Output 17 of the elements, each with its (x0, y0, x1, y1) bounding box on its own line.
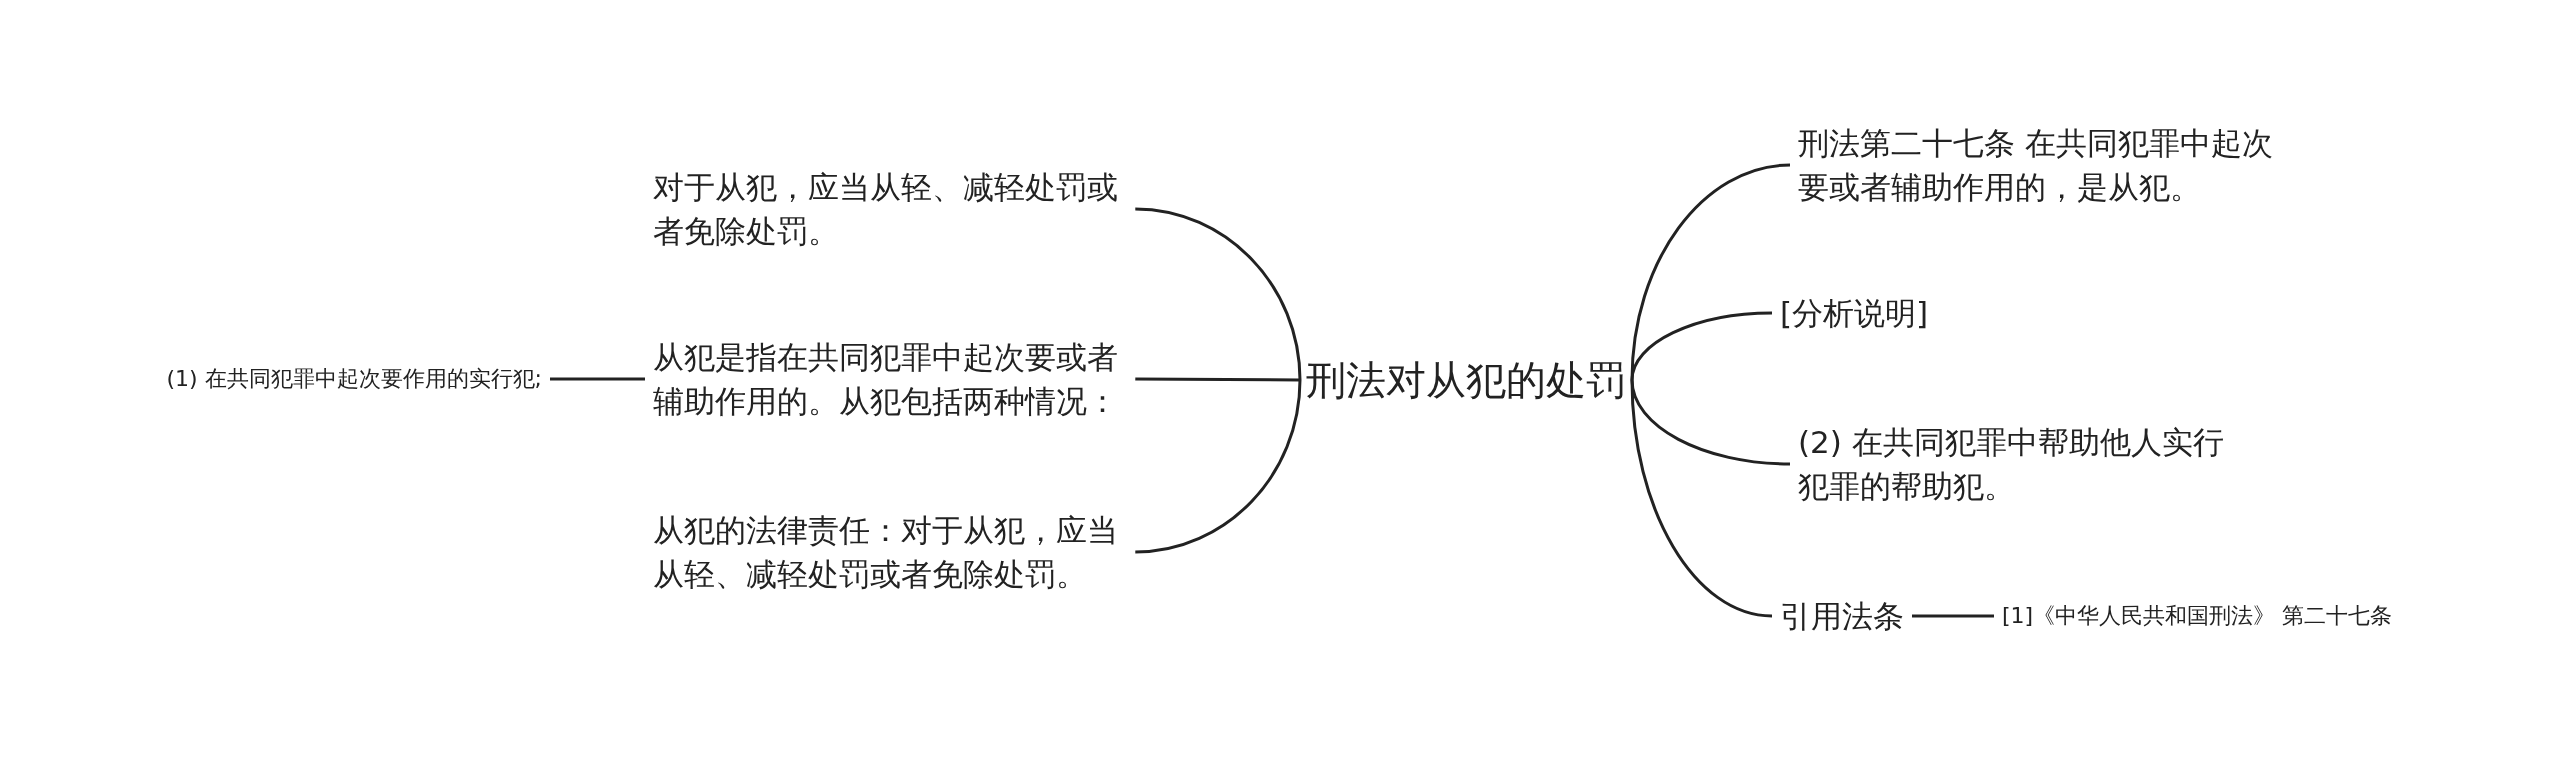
topic-text: 从犯的法律责任：对于从犯，应当从轻、减轻处罚或者免除处罚。 (653, 511, 1119, 594)
connector-line (1630, 311, 1773, 381)
topic-text: (2) 在共同犯罪中帮助他人实行犯罪的帮助犯。 (1798, 423, 2225, 506)
connector-line (1135, 207, 1302, 381)
connector-line (1135, 379, 1302, 554)
sub-topic-text: (1) 在共同犯罪中起次要作用的实行犯; (166, 365, 542, 394)
topic-text: 引用法条 (1780, 597, 1904, 636)
reference-text: [1]《中华人民共和国刑法》 第二十七条 (2002, 602, 2393, 631)
topic-text: 刑法第二十七条 在共同犯罪中起次要或者辅助作用的，是从犯。 (1798, 124, 2274, 207)
connector-line (550, 377, 645, 381)
topic-text: [分析说明] (1780, 294, 1929, 333)
topic-text: 从犯是指在共同犯罪中起次要或者辅助作用的。从犯包括两种情况： (653, 338, 1119, 421)
topic-text: 对于从犯，应当从轻、减轻处罚或者免除处罚。 (653, 168, 1119, 251)
connector-line (1630, 379, 1773, 618)
connector-line (1135, 377, 1300, 382)
central-topic: 刑法对从犯的处罚 (1306, 355, 1626, 405)
connector-line (1912, 614, 1994, 618)
